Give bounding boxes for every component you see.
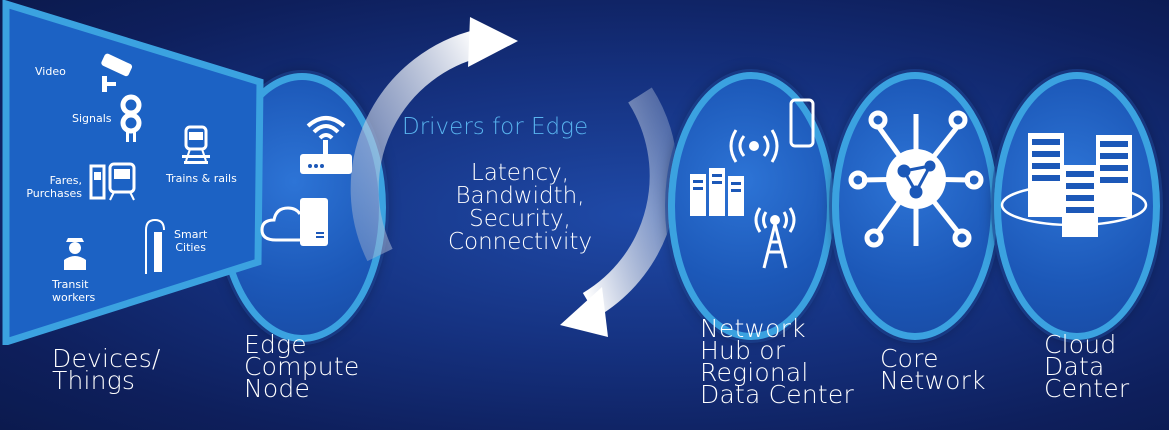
cloud-server-icon	[260, 198, 328, 246]
edge-compute-node-label: Edge Compute Node	[244, 330, 360, 403]
driver-connectivity: Connectivity	[447, 229, 593, 255]
drivers-title: Drivers for Edge	[402, 114, 589, 140]
devices-things-label: Devices/ Things	[52, 344, 161, 395]
wireless-signal-icon	[729, 129, 779, 163]
worker-icon	[64, 238, 86, 270]
fares-label: Fares, Purchases	[26, 174, 82, 200]
phone-icon	[789, 98, 815, 148]
trains-label: Trains & rails	[166, 172, 237, 185]
traffic-signal-icon	[120, 94, 142, 142]
core-network-label: Core Network	[880, 344, 986, 395]
cloud-data-center-label: Cloud Data Center	[1044, 330, 1130, 403]
cycle-arrows-icon	[350, 17, 678, 337]
driver-latency: Latency,	[470, 160, 570, 186]
video-camera-icon	[101, 53, 133, 92]
wifi-router-icon	[300, 116, 352, 174]
driver-security: Security,	[469, 206, 571, 232]
network-hub-icon	[848, 110, 984, 248]
smart-city-icon	[145, 218, 165, 274]
server-rack-icon	[690, 168, 744, 216]
antenna-tower-icon	[754, 207, 796, 269]
network-hub-circle	[668, 72, 834, 340]
cloud-servers-icon	[1000, 133, 1148, 237]
transit-workers-label: Transit workers	[52, 278, 96, 304]
network-hub-label: Network Hub or Regional Data Center	[700, 314, 854, 409]
train-icon	[182, 125, 210, 164]
drivers-list: Latency, Bandwidth, Security, Connectivi…	[430, 162, 610, 254]
video-label: Video	[35, 65, 66, 78]
driver-bandwidth: Bandwidth,	[455, 183, 585, 209]
smart-cities-label: Smart Cities	[174, 228, 208, 254]
signals-label: Signals	[72, 112, 112, 125]
ticket-machine-icon	[89, 162, 136, 201]
